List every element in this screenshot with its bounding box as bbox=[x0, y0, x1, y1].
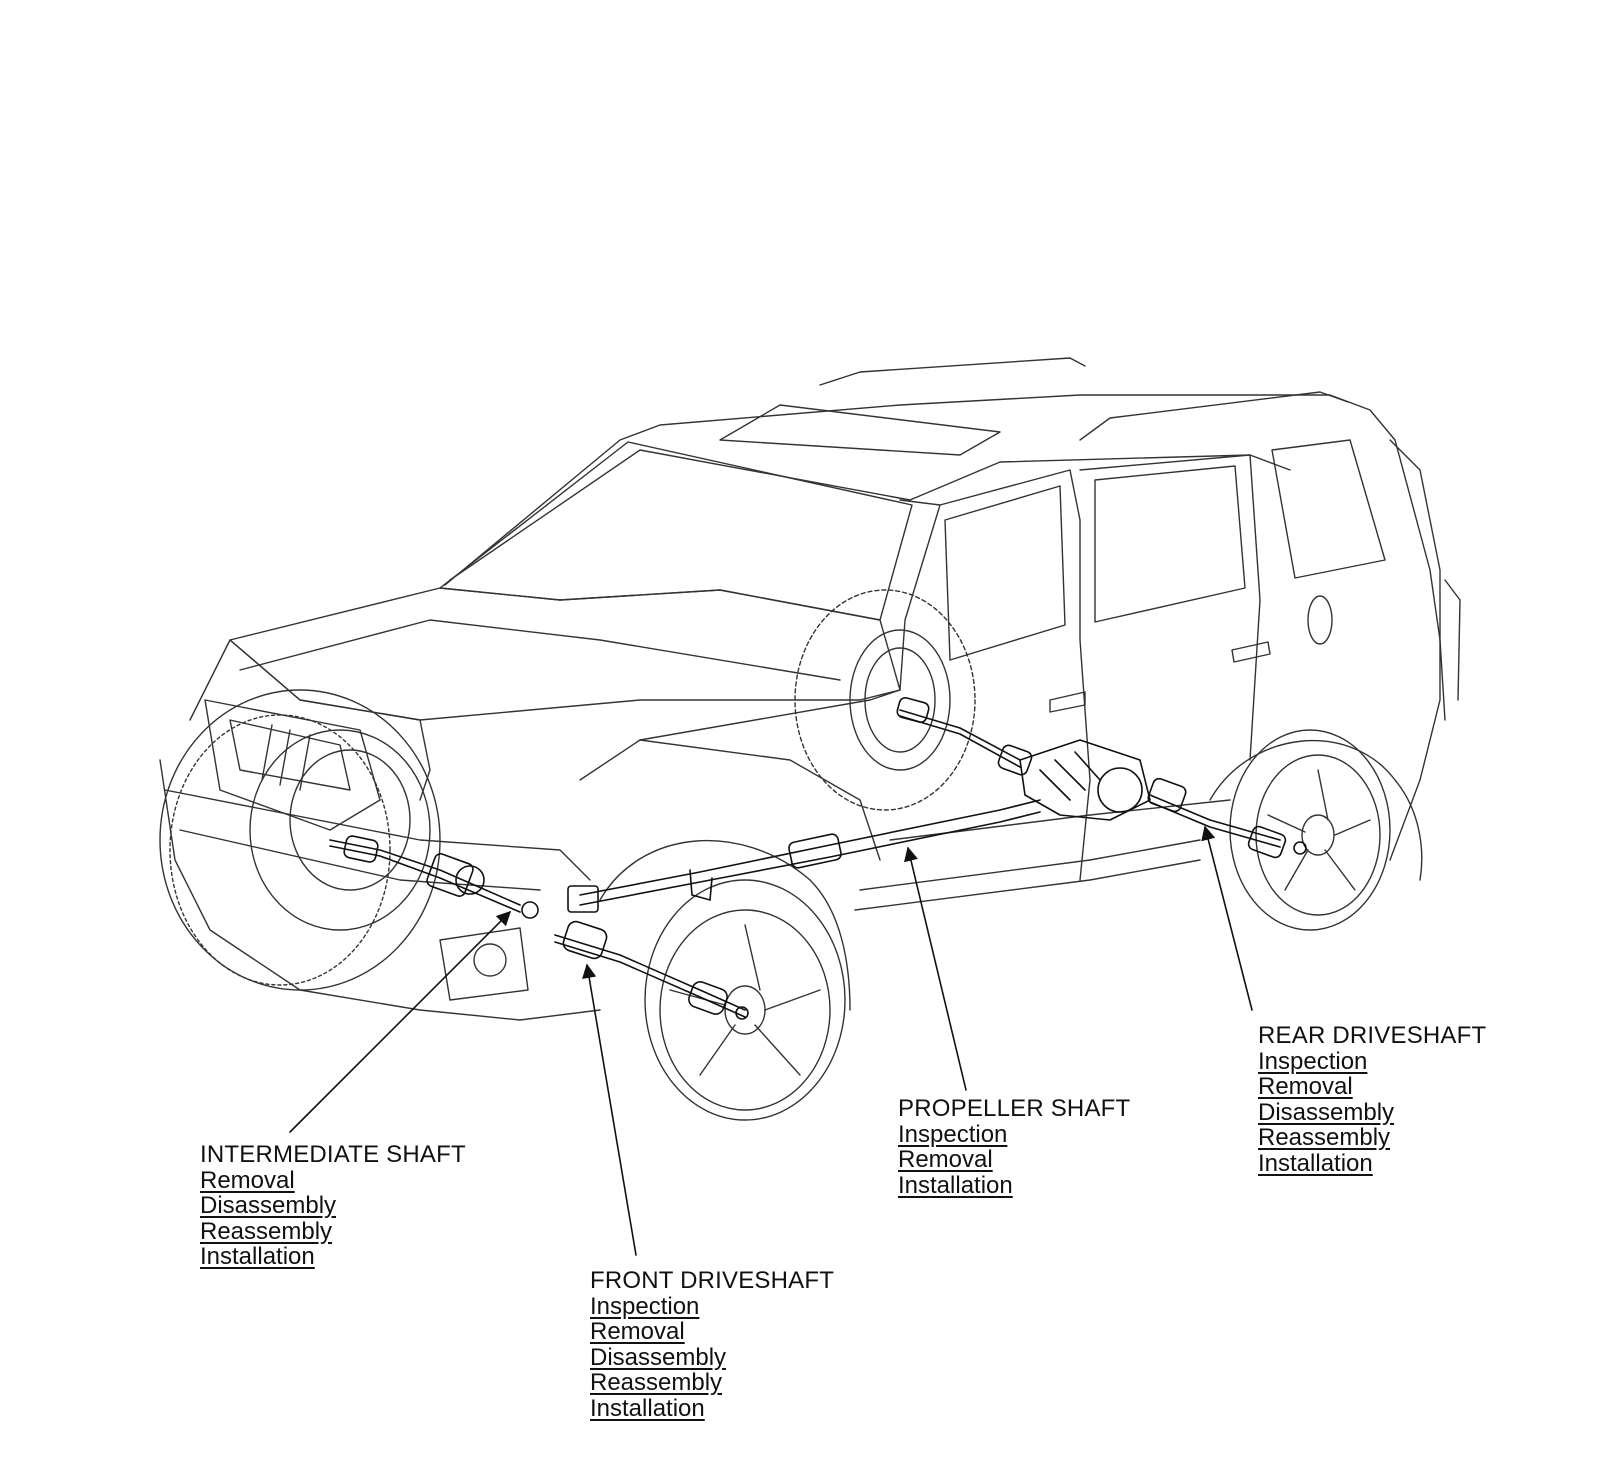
rear-removal-link[interactable]: Removal bbox=[1258, 1073, 1353, 1100]
leader-arrows bbox=[289, 825, 1253, 1256]
propeller-shaft-callout: PROPELLER SHAFT Inspection Removal Insta… bbox=[898, 1096, 1130, 1198]
propeller-installation-link[interactable]: Installation bbox=[898, 1171, 1013, 1199]
front-driveshaft-arrow bbox=[582, 963, 637, 1256]
suv-body-outline bbox=[159, 357, 1461, 1021]
front-left-wheel bbox=[159, 689, 441, 991]
rear-right-wheel bbox=[1229, 729, 1391, 931]
intermediate-shaft bbox=[329, 835, 539, 919]
rear-differential bbox=[1019, 739, 1151, 821]
intermediate-disassembly-link[interactable]: Disassembly bbox=[200, 1192, 337, 1219]
front-disassembly-link[interactable]: Disassembly bbox=[590, 1343, 727, 1371]
intermediate-reassembly-link[interactable]: Reassembly bbox=[200, 1217, 333, 1245]
rear-left-wheel bbox=[794, 589, 976, 811]
rear-disassembly-link[interactable]: Disassembly bbox=[1258, 1098, 1395, 1126]
front-driveshaft bbox=[554, 920, 749, 1020]
propeller-shaft-arrow bbox=[904, 846, 967, 1091]
rear-driveshaft-arrow bbox=[1201, 825, 1253, 1011]
front-driveshaft-title: FRONT DRIVESHAFT bbox=[590, 1267, 835, 1294]
front-inspection-link[interactable]: Inspection bbox=[590, 1292, 700, 1320]
propeller-shaft-title: PROPELLER SHAFT bbox=[898, 1095, 1131, 1122]
front-installation-link[interactable]: Installation bbox=[590, 1394, 705, 1422]
propeller-shaft bbox=[567, 799, 1041, 913]
front-removal-link[interactable]: Removal bbox=[590, 1318, 685, 1345]
intermediate-shaft-callout: INTERMEDIATE SHAFT Removal Disassembly R… bbox=[200, 1142, 466, 1270]
rear-installation-link[interactable]: Installation bbox=[1258, 1149, 1373, 1177]
intermediate-shaft-title: INTERMEDIATE SHAFT bbox=[200, 1141, 466, 1168]
rear-inspection-link[interactable]: Inspection bbox=[1258, 1047, 1368, 1075]
intermediate-removal-link[interactable]: Removal bbox=[200, 1166, 295, 1194]
rear-driveshaft-callout: REAR DRIVESHAFT Inspection Removal Disas… bbox=[1258, 1023, 1486, 1176]
front-driveshaft-callout: FRONT DRIVESHAFT Inspection Removal Disa… bbox=[590, 1268, 834, 1421]
propeller-inspection-link[interactable]: Inspection bbox=[898, 1120, 1008, 1148]
rear-reassembly-link[interactable]: Reassembly bbox=[1258, 1124, 1391, 1151]
propeller-removal-link[interactable]: Removal bbox=[898, 1146, 993, 1173]
front-reassembly-link[interactable]: Reassembly bbox=[590, 1369, 723, 1396]
driveline-components bbox=[329, 697, 1307, 1020]
intermediate-installation-link[interactable]: Installation bbox=[200, 1243, 315, 1270]
intermediate-shaft-arrow bbox=[289, 910, 512, 1133]
front-right-wheel bbox=[644, 879, 846, 1121]
rear-driveshaft-title: REAR DRIVESHAFT bbox=[1258, 1022, 1487, 1049]
